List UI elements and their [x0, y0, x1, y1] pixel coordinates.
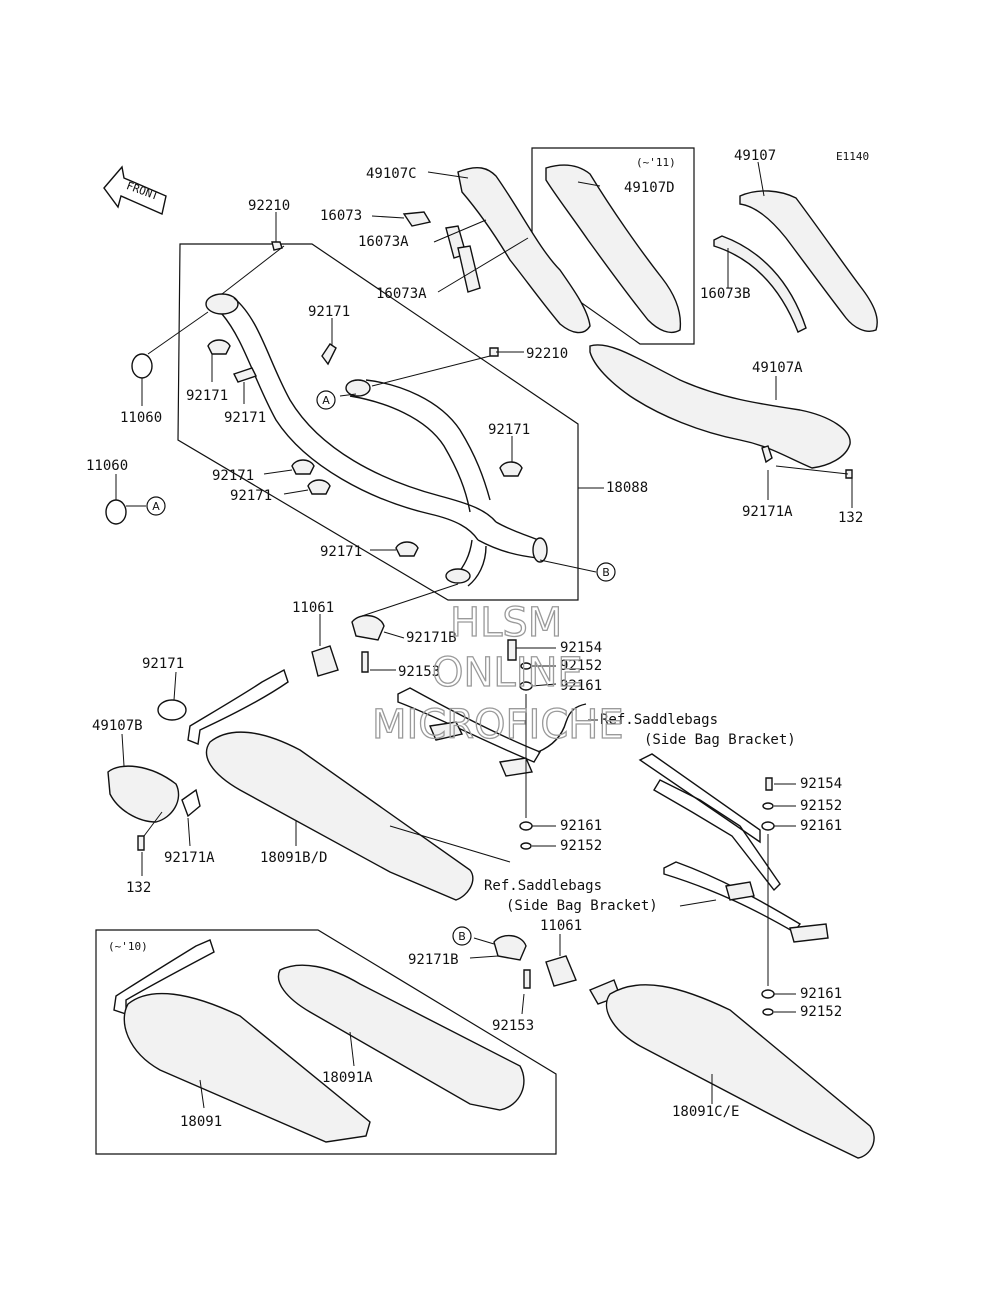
label-92154-1: 92154	[560, 640, 602, 656]
label-92171-6: 92171	[230, 488, 272, 504]
label-16073B: 16073B	[700, 286, 751, 302]
heat-shield-49107D	[545, 164, 682, 334]
label-92171-2: 92171	[186, 388, 228, 404]
label-92152-1: 92152	[560, 658, 602, 674]
connector-11061-1	[311, 645, 339, 677]
label-11061-2: 11061	[540, 918, 582, 934]
label-11060-1: 11060	[120, 410, 162, 426]
svg-text:A: A	[322, 394, 330, 407]
muffler-18091A	[277, 964, 525, 1111]
bracket-upper	[397, 687, 587, 777]
label-92171-7: 92171	[320, 544, 362, 560]
front-arrow-icon: FRONT	[103, 165, 167, 215]
label-92161-4: 92161	[800, 986, 842, 1002]
connector-11061-2	[545, 955, 577, 987]
bolt-92210-2	[489, 347, 499, 357]
svg-text:A: A	[152, 500, 160, 513]
svg-text:(Side Bag Bracket): (Side Bag Bracket)	[506, 898, 658, 914]
bracket-right	[638, 753, 829, 943]
label-18091BD: 18091B/D	[260, 850, 327, 866]
label-18091A: 18091A	[322, 1070, 373, 1086]
label-18088: 18088	[606, 480, 648, 496]
svg-text:Ref.Saddlebags: Ref.Saddlebags	[600, 712, 718, 728]
label-92171-4: 92171	[488, 422, 530, 438]
label-16073A-1: 16073A	[358, 234, 409, 250]
label-92152-2: 92152	[560, 838, 602, 854]
svg-text:Ref.Saddlebags: Ref.Saddlebags	[484, 878, 602, 894]
callout-a-1: A	[316, 390, 336, 410]
label-92171A-2: 92171A	[164, 850, 215, 866]
gasket-11060-1	[131, 353, 153, 379]
watermark-line-3: MICROFICHE	[372, 702, 624, 748]
label-92171B-1: 92171B	[406, 630, 457, 646]
watermark-line-1: HLSM	[450, 600, 562, 646]
label-132-2: 132	[126, 880, 151, 896]
exhaust-pipe-18088	[205, 293, 548, 587]
heat-shield-49107A	[589, 344, 851, 469]
label-49107B: 49107B	[92, 718, 143, 734]
label-11060-2: 11060	[86, 458, 128, 474]
frame-lower-note	[95, 929, 557, 1155]
label-132-1: 132	[838, 510, 863, 526]
label-49107D: 49107D	[624, 180, 675, 196]
clamp-92171A-2	[181, 788, 201, 818]
label-92171-1: 92171	[308, 304, 350, 320]
label-92153-2: 92153	[492, 1018, 534, 1034]
clamp-92171B-1	[351, 615, 385, 641]
muffler-18091BD	[187, 668, 474, 901]
svg-text:B: B	[602, 566, 610, 579]
label-92210-1: 92210	[248, 198, 290, 214]
leader-lines	[115, 161, 853, 1109]
heat-shield-49107B	[107, 765, 180, 823]
label-49107: 49107	[734, 148, 776, 164]
label-16073: 16073	[320, 208, 362, 224]
diagram-code: E1140	[836, 150, 869, 163]
callout-b-2: B	[452, 926, 472, 946]
lower-note: (~'10)	[108, 940, 148, 953]
label-49107A: 49107A	[752, 360, 803, 376]
upper-note: (~'11)	[636, 156, 676, 169]
heat-shield-49107C	[457, 166, 591, 334]
muffler-18091CE	[588, 979, 875, 1159]
watermark-line-2: ONLINE	[432, 650, 583, 696]
heat-shield-49107	[739, 190, 878, 332]
hardware-group	[137, 445, 853, 1016]
gasket-11060-2	[105, 499, 127, 525]
shield-clip-16073	[402, 211, 432, 227]
label-92154-2: 92154	[800, 776, 842, 792]
label-49107C: 49107C	[366, 166, 417, 182]
label-92171B-2: 92171B	[408, 952, 459, 968]
label-92171A-1: 92171A	[742, 504, 793, 520]
ref-note-2: Ref.Saddlebags (Side Bag Bracket)	[484, 878, 658, 914]
svg-text:(Side Bag Bracket): (Side Bag Bracket)	[644, 732, 796, 748]
clamp-92171B-2	[493, 935, 527, 961]
label-92161-2: 92161	[560, 818, 602, 834]
callout-a-2: A	[146, 496, 166, 516]
label-92152-3: 92152	[800, 798, 842, 814]
ref-note-1: Ref.Saddlebags (Side Bag Bracket)	[600, 712, 796, 748]
label-11061-1: 11061	[292, 600, 334, 616]
clamp-92171-group	[157, 339, 523, 721]
label-92171-3: 92171	[224, 410, 266, 426]
shield-strip-16073B	[713, 235, 807, 333]
watermark: HLSM ONLINE MICROFICHE	[371, 599, 624, 748]
label-92210-2: 92210	[526, 346, 568, 362]
frame-18088	[177, 243, 579, 601]
muffler-18091	[113, 939, 371, 1143]
label-18091CE: 18091C/E	[672, 1104, 739, 1120]
callout-b-1: B	[596, 562, 616, 582]
label-92171-5: 92171	[212, 468, 254, 484]
label-92161-3: 92161	[800, 818, 842, 834]
label-16073A-2: 16073A	[376, 286, 427, 302]
label-92171-8: 92171	[142, 656, 184, 672]
label-18091: 18091	[180, 1114, 222, 1130]
label-92153-1: 92153	[398, 664, 440, 680]
part-labels: 49107C 49107D 49107 16073 16073A 16073A …	[86, 148, 863, 1130]
label-92161-1: 92161	[560, 678, 602, 694]
svg-text:B: B	[458, 930, 466, 943]
shield-strip-16073A-2	[457, 245, 481, 293]
label-92152-4: 92152	[800, 1004, 842, 1020]
